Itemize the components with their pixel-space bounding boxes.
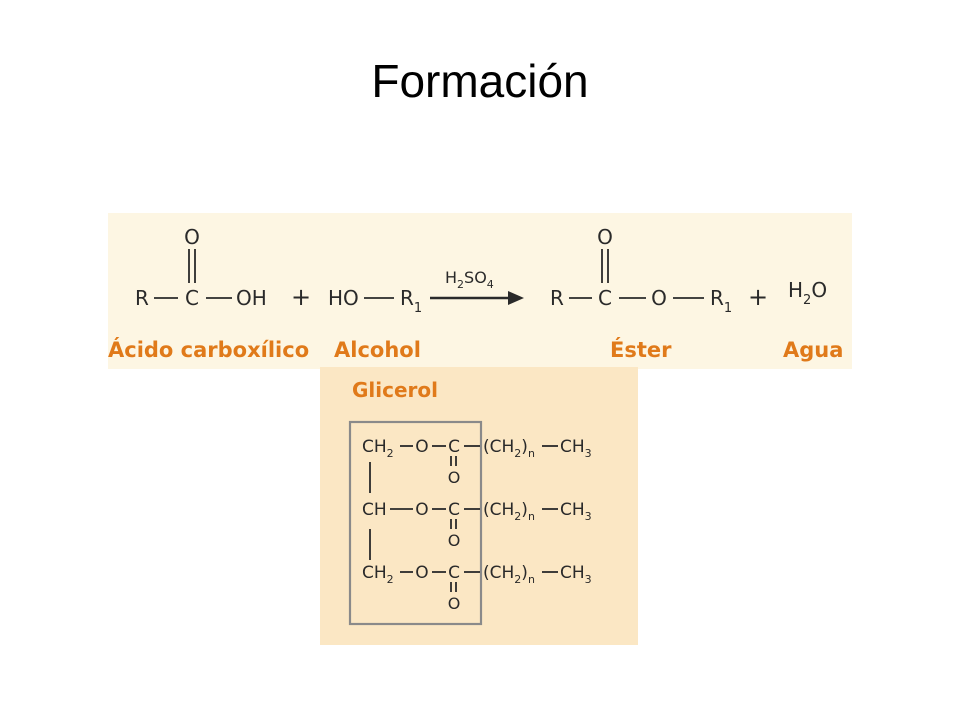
glycerol-row-1-chain-subscript: n (528, 447, 535, 460)
glycerol-row-1-backbone-carbon: CH2 (362, 437, 394, 460)
glycerol-row-2-chain-subscript: 2 (514, 510, 521, 523)
glycerol-row-1-methyl-part: CH (560, 437, 585, 457)
acid-carbonyl-oxygen: O (184, 225, 200, 249)
alcohol-structure: HO R1 (328, 286, 422, 316)
ester-carbon: C (598, 286, 612, 310)
glycerol-row-1-chain-part: ) (521, 437, 528, 457)
glycerol-row-3-backbone-carbon-subscript: 2 (387, 573, 394, 586)
glycerol-backbone-box (348, 420, 483, 626)
glycerol-row-2-carbonyl-oxygen-part: O (448, 531, 461, 550)
glycerol-row-3-carbonyl-carbon-part: C (448, 563, 460, 583)
ester-r-group: R (550, 286, 564, 310)
esterification-reaction: O R C OH Ácido carboxílico + HO R1 Alcoh… (108, 213, 852, 369)
glycerol-panel-background (320, 367, 638, 645)
alcohol-hydroxyl: HO (328, 286, 359, 310)
glycerol-row-2-chain-subscript: n (528, 510, 535, 523)
glycerol-row-3-backbone-carbon: CH2 (362, 563, 394, 586)
slide-title: Formación (371, 55, 589, 107)
acid-r-group: R (135, 286, 149, 310)
glycerol-row-3-methyl-part: CH (560, 563, 585, 583)
glycerol-row-1-backbone-carbon-subscript: 2 (387, 447, 394, 460)
glycerol-row-3-chain-subscript: n (528, 573, 535, 586)
glycerol-row-3-methyl: CH3 (560, 563, 592, 586)
glycerol-row-3-chain-subscript: 2 (514, 573, 521, 586)
reaction-arrow (430, 291, 524, 305)
ester-oxygen: O (651, 286, 667, 310)
glycerol-row-1-backbone-carbon-part: CH (362, 437, 387, 457)
glycerol-row-3-carbonyl-carbon: C (448, 563, 460, 583)
glycerol-row-1-ester-oxygen-part: O (415, 437, 428, 457)
glycerol-row-2-methyl-subscript: 3 (585, 510, 592, 523)
glycerol-row-2-methyl-part: CH (560, 500, 585, 520)
glycerol-row-2-ester-oxygen: O (415, 500, 428, 520)
glycerol-row-2-backbone-carbon-part: CH (362, 500, 387, 520)
glycerol-row-1-carbonyl-carbon-part: C (448, 437, 460, 457)
alcohol-r1-group: R1 (400, 286, 422, 316)
glycerol-row-2-carbonyl-carbon: C (448, 500, 460, 520)
glycerol-row-3-ester-oxygen: O (415, 563, 428, 583)
plus-sign-1: + (291, 283, 311, 311)
water-label: Agua (783, 338, 843, 362)
glycerol-row-1-carbonyl-oxygen-part: O (448, 468, 461, 487)
glycerol-row-2-ester-oxygen-part: O (415, 500, 428, 520)
glycerol-row-3-carbonyl-oxygen: O (448, 594, 461, 613)
acid-carbon: C (185, 286, 199, 310)
glycerol-row-1-chain-part: (CH (483, 437, 514, 457)
reaction-panel-background (108, 213, 852, 369)
glycerol-row-2-carbonyl-oxygen: O (448, 531, 461, 550)
glycerol-row-2-chain-part: ) (521, 500, 528, 520)
glycerol-label: Glicerol (352, 378, 438, 402)
glycerol-row-3-carbonyl-oxygen-part: O (448, 594, 461, 613)
glycerol-row-3-methyl-subscript: 3 (585, 573, 592, 586)
catalyst-h2so4: H2SO4 (445, 268, 494, 291)
glycerol-row-2-carbonyl-carbon-part: C (448, 500, 460, 520)
glycerol-row-1-ester-oxygen: O (415, 437, 428, 457)
glycerol-row-3-ester-oxygen-part: O (415, 563, 428, 583)
glycerol-row-2-backbone-carbon: CH (362, 500, 387, 520)
carboxylic-acid-structure: O R C OH (135, 225, 267, 310)
glycerol-row-3-chain: (CH2)n (483, 563, 535, 586)
glycerol-row-1-carbonyl-carbon: C (448, 437, 460, 457)
ester-structure: O R C O R1 (550, 225, 732, 316)
glycerol-row-1-carbonyl-oxygen: O (448, 468, 461, 487)
acid-label: Ácido carboxílico (108, 337, 309, 362)
glycerol-row-3-chain-part: (CH (483, 563, 514, 583)
glycerol-row-1-methyl-subscript: 3 (585, 447, 592, 460)
plus-sign-2: + (748, 283, 768, 311)
ester-carbonyl-oxygen: O (597, 225, 613, 249)
glycerol-row-1-chain-subscript: 2 (514, 447, 521, 460)
glycerol-row-2-methyl: CH3 (560, 500, 592, 523)
acid-hydroxyl: OH (236, 286, 267, 310)
alcohol-label: Alcohol (334, 338, 421, 362)
ester-r1-group: R1 (710, 286, 732, 316)
glycerol-row-1-methyl: CH3 (560, 437, 592, 460)
water-formula: H2O (788, 278, 827, 308)
ester-label: Éster (610, 337, 672, 362)
glycerol-row-3-chain-part: ) (521, 563, 528, 583)
glycerol-row-2-chain: (CH2)n (483, 500, 535, 523)
glycerol-row-2-chain-part: (CH (483, 500, 514, 520)
glycerol-row-3-backbone-carbon-part: CH (362, 563, 387, 583)
glycerol-row-1-chain: (CH2)n (483, 437, 535, 460)
